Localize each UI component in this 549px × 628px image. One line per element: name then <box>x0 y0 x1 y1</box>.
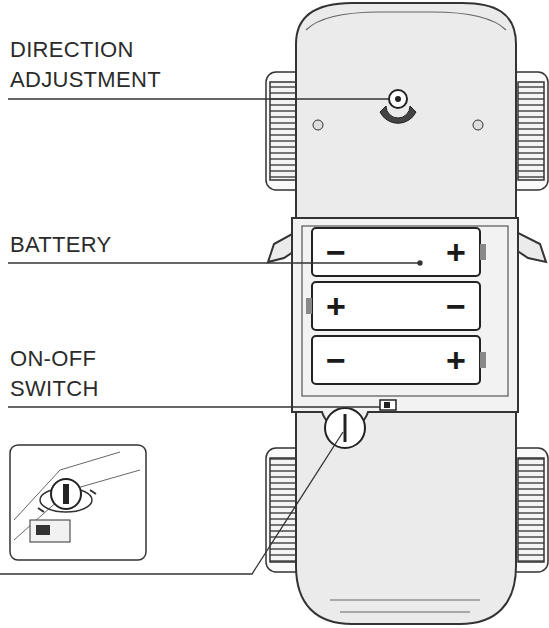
direction-knob <box>380 90 416 123</box>
car-body <box>268 3 546 624</box>
polarity-sign: − <box>326 235 346 269</box>
leader-line <box>0 99 422 574</box>
part-label: BATTERY <box>10 230 112 260</box>
part-label: DIRECTION ADJUSTMENT <box>10 35 185 95</box>
polarity-sign: − <box>446 289 466 323</box>
polarity-sign: − <box>326 343 346 377</box>
inset-view <box>10 445 146 560</box>
polarity-sign: + <box>446 343 466 377</box>
polarity-sign: + <box>446 235 466 269</box>
battery-compartment <box>292 218 518 448</box>
part-label: ON-OFF SWITCH <box>10 344 140 404</box>
polarity-sign: + <box>326 289 346 323</box>
